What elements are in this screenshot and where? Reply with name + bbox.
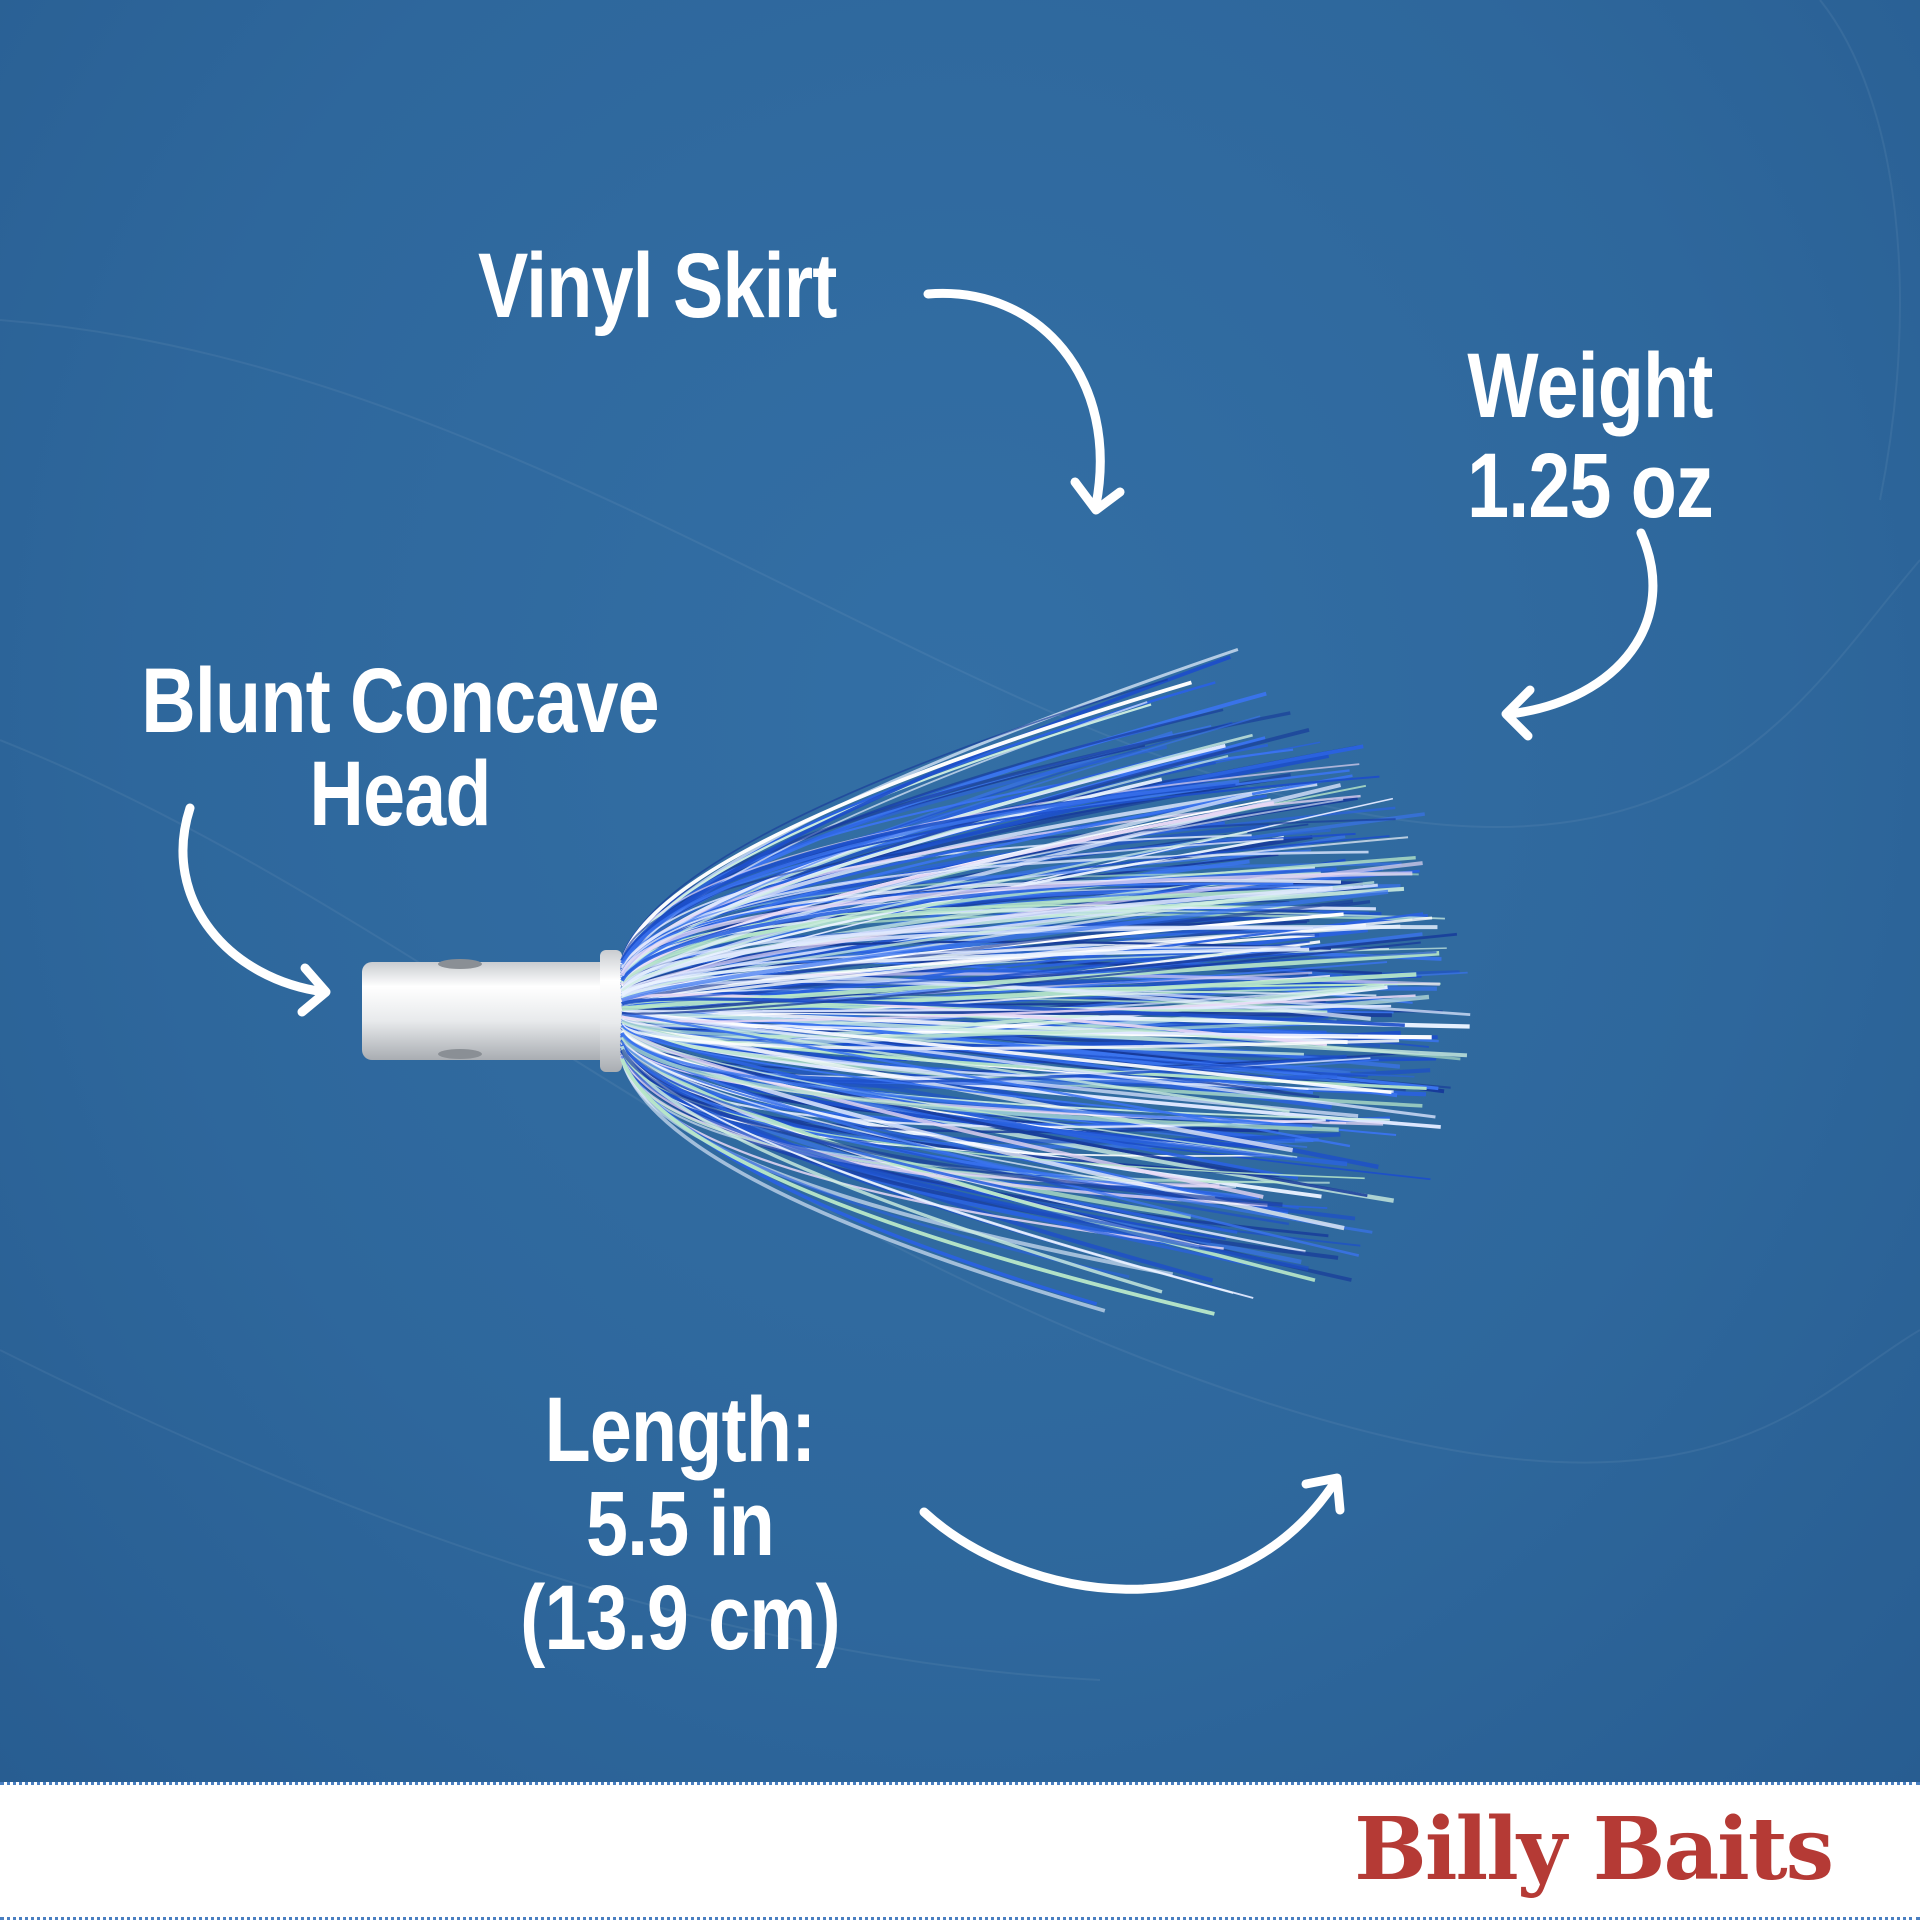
skirt-strand: [621, 1010, 1436, 1119]
skirt-strand: [620, 856, 1416, 984]
weight-title: Weight: [1467, 335, 1713, 437]
skirt-strand: [620, 1032, 1313, 1128]
arrow-length-icon: [919, 1473, 1345, 1594]
arrow-head-icon: [178, 803, 331, 1017]
skirt-strand: [621, 1049, 1365, 1180]
skirt-strand: [621, 889, 1389, 1003]
lure-head: [362, 950, 622, 1072]
skirt-strand: [620, 1047, 1211, 1244]
skirt-strand: [621, 950, 1440, 1011]
skirt-strand: [621, 994, 1416, 1023]
skirt-strand: [620, 1035, 1339, 1132]
skirt-strand: [621, 1023, 1299, 1180]
skirt-strand: [621, 1004, 1392, 1013]
skirt-strand: [620, 792, 1253, 993]
length-title: Length:: [544, 1379, 817, 1481]
skirt-strand: [621, 838, 1284, 974]
brand-logo: Billy Baits: [1354, 1799, 1834, 1900]
skirt-strand: [620, 1023, 1400, 1050]
arrow-weight-icon: [1501, 528, 1658, 741]
skirt-strand: [621, 980, 1471, 1017]
skirt-strand: [621, 1037, 1216, 1199]
skirt-strand: [620, 1058, 1215, 1316]
vinyl-skirt-label: Vinyl Skirt: [478, 235, 837, 337]
skirt-strand: [621, 941, 1421, 1015]
skirt-strand: [621, 1019, 1337, 1038]
skirt-strand: [620, 1045, 1163, 1294]
skirt-strand: [621, 754, 1229, 978]
skirt-strand: [621, 946, 1301, 994]
skirt-strand: [621, 1011, 1351, 1148]
length-inches: 5.5 in: [586, 1473, 775, 1575]
vinyl-skirt-strands: [619, 648, 1471, 1316]
head-label-line1: Blunt Concave: [141, 650, 659, 752]
skirt-strand: [620, 779, 1240, 965]
length-centimeters: (13.9 cm): [520, 1567, 841, 1669]
skirt-strand: [620, 1019, 1359, 1118]
skirt-strand: [620, 680, 1193, 965]
skirt-strand: [621, 830, 1248, 992]
footer-bar: Billy Baits: [0, 1782, 1920, 1920]
skirt-strand: [621, 1024, 1397, 1137]
skirt-strand: [621, 1002, 1439, 1043]
skirt-strand: [620, 1039, 1373, 1234]
weight-value: 1.25 oz: [1467, 435, 1714, 537]
skirt-strand: [621, 798, 1344, 984]
head-label-line2: Head: [309, 743, 491, 845]
skirt-strand: [620, 818, 1396, 964]
skirt-strand: [620, 871, 1413, 977]
skirt-strand: [621, 1027, 1298, 1158]
arrow-vinyl-skirt-icon: [923, 288, 1125, 515]
skirt-strand: [620, 1048, 1283, 1207]
